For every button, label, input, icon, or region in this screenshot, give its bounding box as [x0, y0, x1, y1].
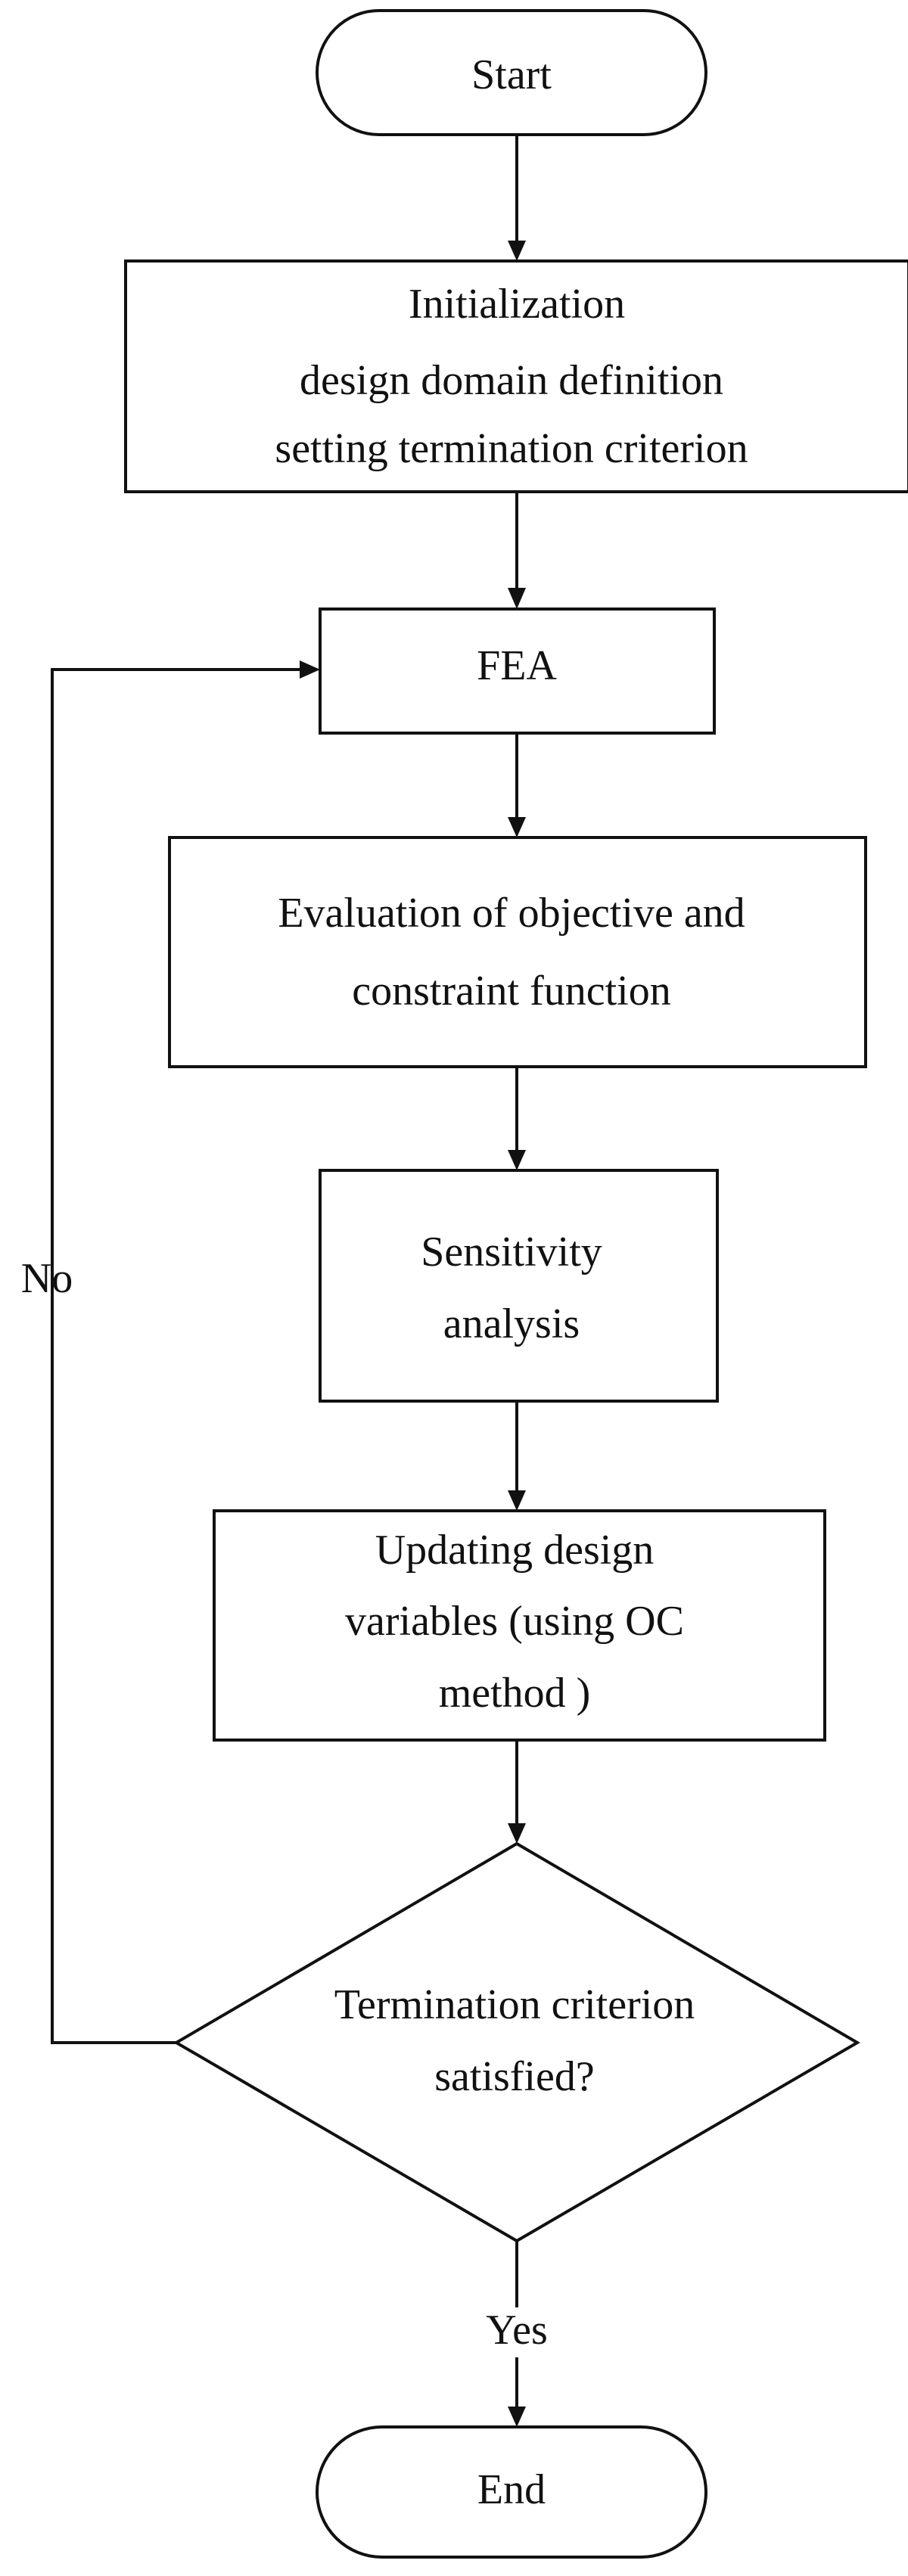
- termination-decision-diamond: [173, 1841, 860, 2243]
- decision-line-2: satisfied?: [434, 2053, 594, 2100]
- arrowhead-init-fea: [508, 588, 526, 609]
- fea-label: FEA: [477, 642, 557, 689]
- start-terminator: [316, 9, 707, 136]
- update-line-1: Updating design: [375, 1527, 655, 1574]
- no-label: No: [21, 1255, 73, 1302]
- yes-label-backdrop: [462, 2309, 572, 2356]
- arrowhead-start-init: [508, 241, 526, 261]
- update-box: [213, 1509, 826, 1742]
- update-line-3: method ): [439, 1670, 591, 1717]
- evaluation-line-2: constraint function: [352, 968, 670, 1015]
- decision-line-1: Termination criterion: [334, 1981, 695, 2028]
- evaluation-line-1: Evaluation of objective and: [278, 890, 745, 937]
- arrowhead-update-decision: [508, 1823, 526, 1844]
- initialization-title: Initialization: [409, 281, 625, 328]
- fea-box: [319, 607, 716, 735]
- arrowhead-yes: [508, 2407, 526, 2427]
- sensitivity-box: [319, 1169, 719, 1403]
- end-terminator: [316, 2425, 707, 2559]
- sensitivity-line-2: analysis: [443, 1300, 580, 1347]
- arrowhead-no-loop: [300, 660, 320, 679]
- initialization-box: [124, 259, 908, 493]
- yes-label: Yes: [486, 2307, 547, 2354]
- evaluation-box: [168, 836, 867, 1068]
- initialization-line-termination: setting termination criterion: [275, 425, 748, 472]
- end-label: End: [477, 2466, 546, 2513]
- connector-no-loop: [51, 668, 300, 2044]
- arrowhead-eval-sens: [508, 1150, 526, 1170]
- arrowhead-sens-update: [508, 1490, 526, 1511]
- update-line-2: variables (using OC: [345, 1598, 684, 1645]
- sensitivity-line-1: Sensitivity: [421, 1229, 602, 1276]
- arrowhead-fea-eval: [508, 817, 526, 837]
- initialization-line-design-domain: design domain definition: [300, 357, 723, 404]
- start-label: Start: [471, 51, 552, 98]
